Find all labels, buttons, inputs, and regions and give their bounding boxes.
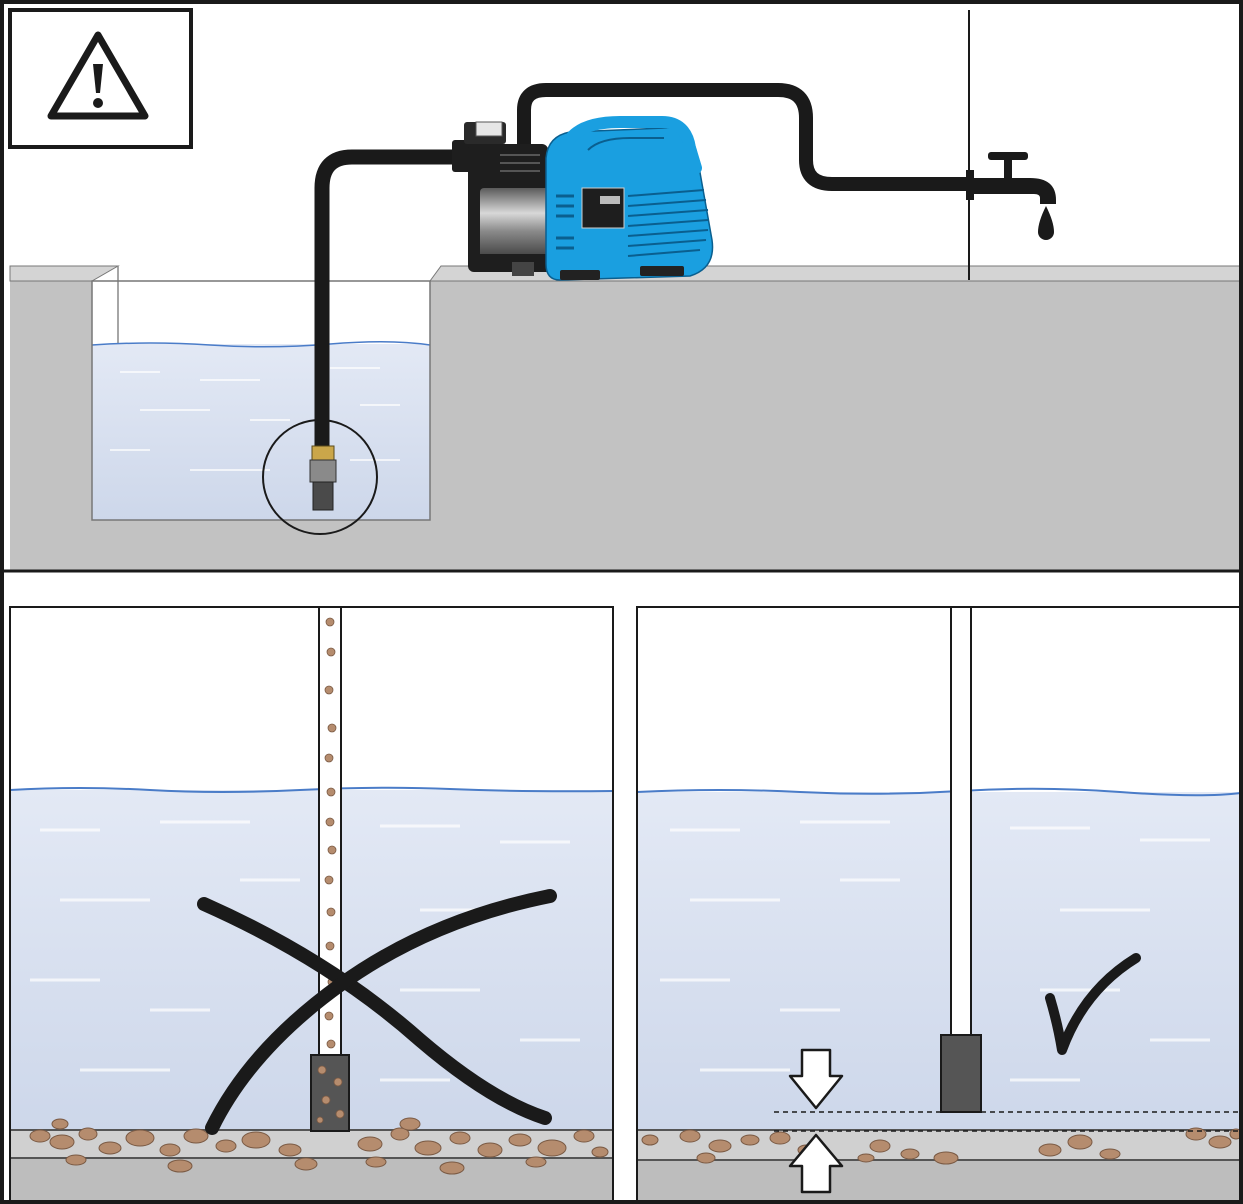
- garden-pump: [452, 116, 714, 281]
- check-icon: [1045, 953, 1141, 1055]
- bottom-left-panel: [10, 607, 613, 1202]
- bl-water-surface: [10, 786, 613, 793]
- br-water-ripples: [660, 820, 1210, 1082]
- discharge-hose: [517, 83, 972, 191]
- cross-icon: [197, 889, 557, 1135]
- suction-hose: [314, 149, 458, 448]
- br-floor: [637, 1160, 1241, 1202]
- br-sediment-stones: [641, 1127, 1241, 1165]
- water-drop-icon: [1038, 206, 1054, 240]
- tank-water: [92, 344, 430, 520]
- arrow-down-icon: [788, 1048, 844, 1110]
- arrow-up-icon: [788, 1133, 844, 1194]
- top-panel: [0, 0, 1243, 572]
- br-suction-pipe: [950, 607, 972, 1038]
- warning-icon: [47, 31, 149, 120]
- br-filter: [940, 1034, 982, 1113]
- br-water: [637, 792, 1241, 1130]
- tank-outline: [91, 280, 431, 521]
- bottom-right-panel: [637, 607, 1241, 1202]
- tank-water-surface: [91, 340, 431, 348]
- water-tap: [966, 152, 1056, 240]
- foot-valve-highlight-circle: [262, 419, 378, 535]
- bl-water-ripples: [30, 820, 580, 1082]
- ground-block: [10, 281, 1241, 570]
- foot-valve: [309, 445, 337, 511]
- bl-sediment-stones: [29, 1117, 609, 1175]
